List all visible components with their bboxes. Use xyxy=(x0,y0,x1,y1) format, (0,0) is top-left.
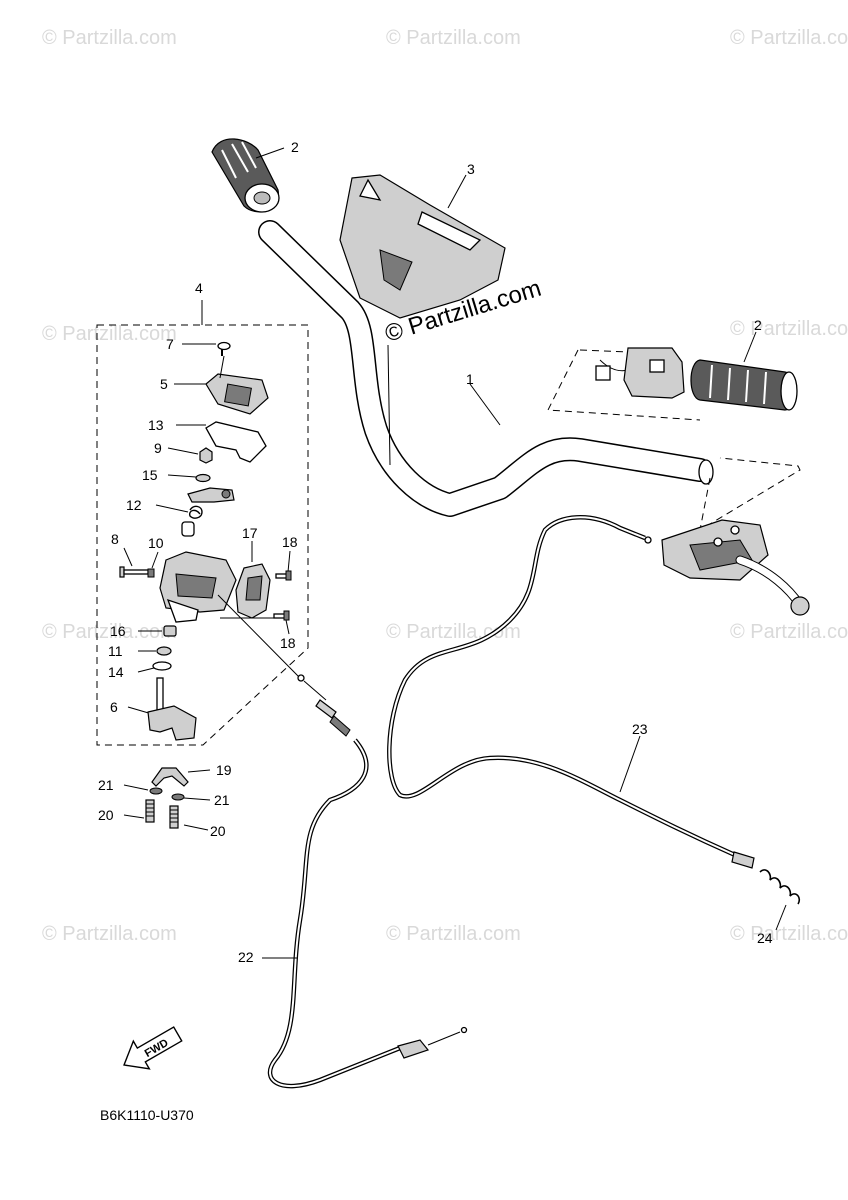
washer-part-21-left[interactable] xyxy=(123,784,163,795)
gasket-part-13[interactable] xyxy=(176,421,267,463)
callout-21: 21 xyxy=(214,792,230,808)
bolt-part-8[interactable] xyxy=(119,547,149,578)
callout-15: 15 xyxy=(142,467,158,483)
screw-part-18-upper[interactable] xyxy=(275,550,292,581)
callouts: 1 2 2 3 4 5 6 7 8 9 10 11 12 13 14 15 16… xyxy=(98,139,773,965)
leader-line xyxy=(743,331,757,363)
leader-line xyxy=(255,147,285,159)
callout-10: 10 xyxy=(148,535,164,551)
throttle-lever-link[interactable] xyxy=(187,487,235,503)
callout-19: 19 xyxy=(216,762,232,778)
callout-21: 21 xyxy=(98,777,114,793)
callout-2: 2 xyxy=(291,139,299,155)
watermark: © Partzilla.com xyxy=(386,621,521,643)
throttle-lever-part-6[interactable] xyxy=(127,677,197,741)
callout-6: 6 xyxy=(110,699,118,715)
cover-part-5[interactable] xyxy=(174,355,269,415)
callout-2: 2 xyxy=(754,317,762,333)
washer-part-15[interactable] xyxy=(167,473,211,483)
callout-23: 23 xyxy=(632,721,648,737)
cover-plate-part-17[interactable] xyxy=(235,541,271,619)
callout-3: 3 xyxy=(467,161,475,177)
brake-lever-assembly[interactable] xyxy=(661,519,810,616)
watermark: © Partzilla.com xyxy=(42,621,177,643)
callout-24: 24 xyxy=(757,930,773,946)
callout-12: 12 xyxy=(126,497,142,513)
leader-line xyxy=(469,383,501,426)
throttle-cable[interactable] xyxy=(262,674,468,1089)
throttle-housing[interactable] xyxy=(159,521,301,679)
right-switch-assembly[interactable] xyxy=(547,347,801,532)
callout-8: 8 xyxy=(111,531,119,547)
callout-13: 13 xyxy=(148,417,164,433)
spring-part-24[interactable] xyxy=(759,869,801,931)
watermark: © Partzilla.com xyxy=(42,923,177,945)
screw-part-7[interactable] xyxy=(182,341,231,357)
callout-11: 11 xyxy=(108,643,123,659)
watermark: © Partzilla.com xyxy=(730,621,848,643)
handlebar[interactable] xyxy=(258,220,714,517)
callout-16: 16 xyxy=(110,623,126,639)
callout-18: 18 xyxy=(280,635,296,651)
handlebar-pad[interactable] xyxy=(339,174,506,319)
bolt-part-20-right[interactable] xyxy=(169,805,209,831)
watermark: © Partzilla.com xyxy=(386,27,521,49)
callout-17: 17 xyxy=(242,525,258,541)
bushing-part-16[interactable] xyxy=(138,625,177,637)
collar-part-10[interactable] xyxy=(147,551,159,578)
nut-part-9[interactable] xyxy=(167,447,213,464)
watermark: © Partzilla.com xyxy=(730,923,848,945)
watermark: © Partzilla.com xyxy=(42,27,177,49)
watermark: © Partzilla.com xyxy=(42,323,177,345)
spring-part-12[interactable] xyxy=(155,504,203,519)
callout-22: 22 xyxy=(238,949,254,965)
watermark: © Partzilla.com xyxy=(730,318,848,340)
grip-left[interactable] xyxy=(211,138,280,213)
fwd-label: FWD xyxy=(143,1037,171,1060)
callout-1: 1 xyxy=(466,371,474,387)
washer-part-21-right[interactable] xyxy=(171,793,211,801)
washer-part-14[interactable] xyxy=(137,661,172,673)
callout-9: 9 xyxy=(154,440,162,456)
callout-20: 20 xyxy=(210,823,226,839)
callout-5: 5 xyxy=(160,376,168,392)
fwd-arrow-icon: FWD xyxy=(123,1026,183,1070)
leader-line xyxy=(447,174,467,209)
screw-part-18-lower[interactable] xyxy=(220,610,290,635)
nut-part-11[interactable] xyxy=(138,646,172,656)
watermarks: © Partzilla.com © Partzilla.com © Partzi… xyxy=(42,27,848,945)
diagram-code: B6K1110-U370 xyxy=(100,1107,194,1123)
callout-18: 18 xyxy=(282,534,298,550)
bolt-part-20-left[interactable] xyxy=(123,799,155,823)
callout-7: 7 xyxy=(166,336,174,352)
callout-4: 4 xyxy=(195,280,203,296)
throttle-housing-group-boundary xyxy=(96,324,309,746)
brake-cable[interactable] xyxy=(387,515,755,869)
grip-right[interactable] xyxy=(690,359,798,411)
callout-20: 20 xyxy=(98,807,114,823)
watermark: © Partzilla.com xyxy=(386,923,521,945)
watermark: © Partzilla.com xyxy=(730,27,848,49)
callout-14: 14 xyxy=(108,664,124,680)
handlebar-holder-part-19[interactable] xyxy=(151,767,211,787)
